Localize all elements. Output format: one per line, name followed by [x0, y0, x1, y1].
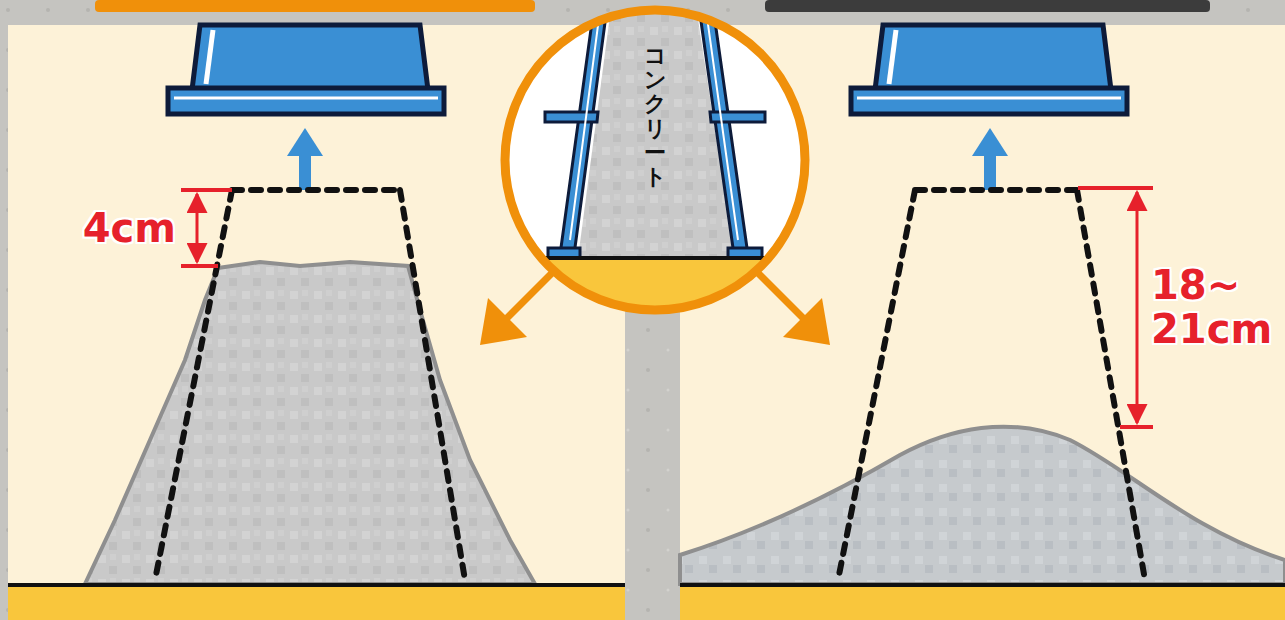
cone-outline	[155, 190, 465, 580]
ground	[8, 585, 625, 620]
ground	[680, 585, 1285, 620]
slump-cone	[851, 25, 1127, 114]
detail-circle	[505, 10, 805, 310]
ground-line	[8, 583, 1285, 587]
cone-outline	[838, 190, 1145, 580]
dimension-4cm	[181, 190, 232, 266]
material-label: コンクリート	[644, 44, 666, 189]
dimension-label: 18~ 21cm	[1151, 263, 1279, 351]
cone-detail	[500, 0, 820, 328]
lift-arrow	[287, 128, 323, 156]
dimension-label: 4cm	[83, 206, 176, 250]
lift-arrow	[972, 128, 1008, 156]
slump-cone	[168, 25, 444, 114]
tab	[765, 0, 1210, 12]
slumped-concrete	[85, 262, 535, 584]
tab	[95, 0, 535, 12]
slumped-concrete	[680, 427, 1285, 584]
dimension-18-21cm	[1078, 188, 1153, 427]
